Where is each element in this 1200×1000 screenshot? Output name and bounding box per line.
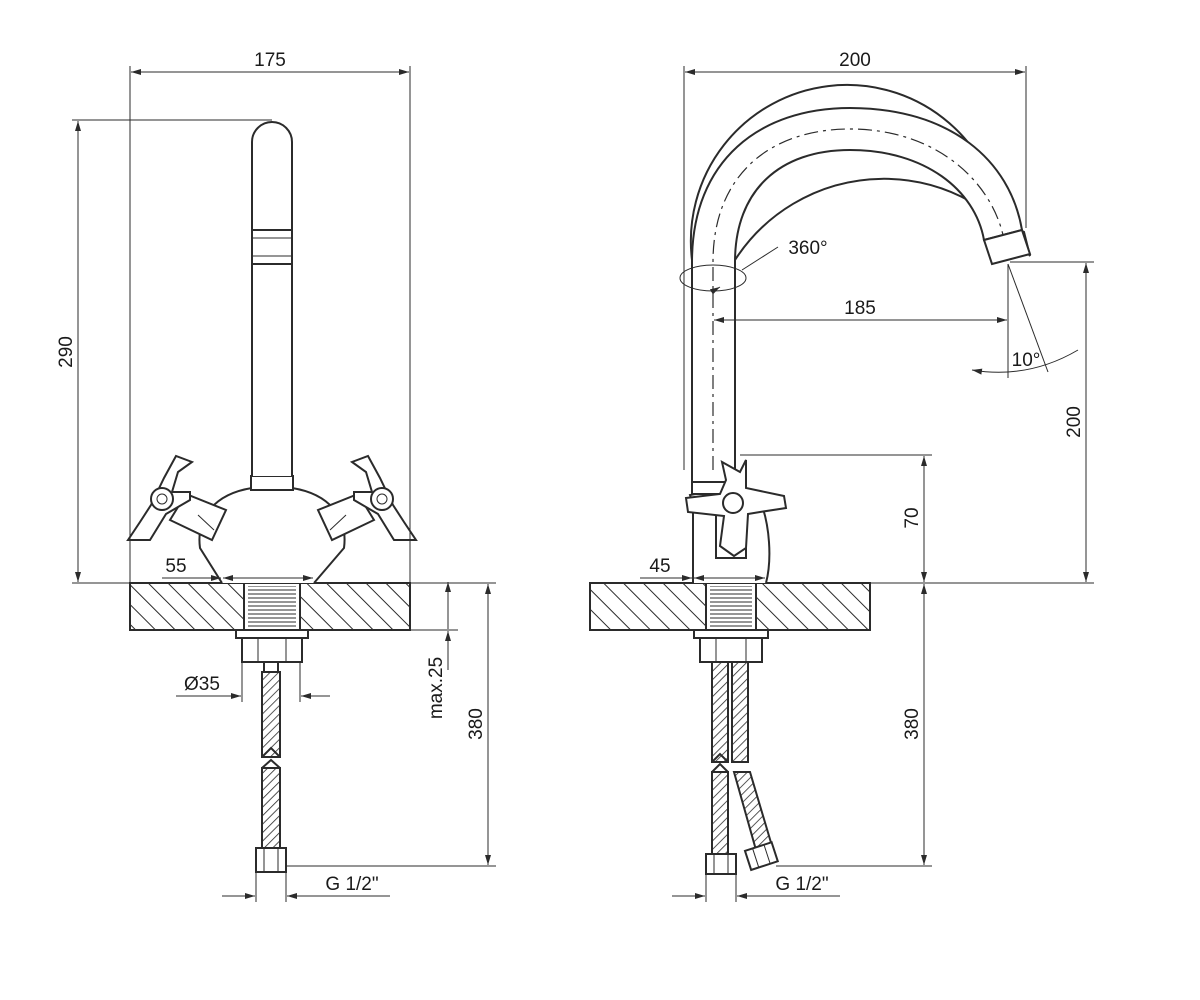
front-hose-dimension: 380: [286, 582, 496, 867]
front-aerator: [251, 229, 293, 265]
side-handle-cap: [722, 492, 744, 514]
front-view: 175 290 55 Ø35 max.25: [56, 50, 496, 902]
side-hose-fitting-left: [705, 853, 737, 875]
front-hose-length-label: 380: [466, 708, 487, 740]
front-diameter-label: Ø35: [184, 674, 220, 695]
front-thread-label: G 1/2": [325, 874, 378, 895]
front-spout: [251, 121, 293, 476]
side-base-dimension: 45: [640, 556, 765, 581]
side-handle: [684, 459, 788, 559]
front-hose-fitting: [255, 847, 287, 873]
front-left-handle-cap: [150, 487, 174, 511]
front-width-label: 175: [254, 50, 286, 71]
front-hose-break: [261, 758, 281, 769]
front-thickness-dimension: max.25: [410, 582, 458, 719]
side-hose-left-upper: [711, 661, 729, 763]
front-diameter-dimension: Ø35: [176, 662, 330, 702]
side-angle-indicator: 10°: [971, 263, 1079, 378]
side-rotation-indicator: 360°: [679, 238, 828, 295]
side-handle-height-dimension: 70: [740, 454, 932, 582]
side-hose-length-label: 380: [902, 708, 923, 740]
front-hose-lower: [261, 767, 281, 849]
side-spout-height-dimension: 200: [870, 261, 1094, 584]
front-thickness-label: max.25: [426, 657, 447, 719]
front-width-dimension: 175: [129, 50, 411, 583]
side-thread-dimension: G 1/2": [672, 874, 840, 902]
side-hose-left-lower: [711, 771, 729, 855]
side-hose-right-lower: [732, 771, 774, 852]
side-rotation-label: 360°: [788, 238, 827, 259]
front-height-dimension: 290: [56, 119, 272, 584]
side-width-label: 200: [839, 50, 871, 71]
side-thread-label: G 1/2": [775, 874, 828, 895]
front-faucet-body: [198, 487, 346, 584]
side-reach-label: 185: [844, 298, 876, 319]
front-base-dimension: 55: [162, 556, 313, 581]
front-right-valve: [316, 454, 418, 542]
side-width-dimension: 200: [683, 50, 1027, 470]
front-left-valve: [126, 454, 228, 542]
front-height-label: 290: [56, 336, 77, 368]
front-lock-nut: [235, 629, 309, 639]
side-aerator: [982, 228, 1032, 266]
side-reach-dimension: 185: [714, 264, 1009, 330]
front-spout-collar: [250, 475, 294, 491]
front-base-label: 55: [165, 556, 186, 577]
side-angle-label: 10°: [1012, 350, 1041, 371]
side-spout-height-label: 200: [1064, 406, 1085, 438]
side-base-label: 45: [649, 556, 670, 577]
side-hose-right-upper: [731, 661, 749, 763]
side-lock-nut: [693, 629, 769, 639]
side-hose-dimension: 380: [776, 582, 932, 867]
front-hose-upper: [261, 671, 281, 758]
side-view: 360° 200 185 10° 200: [589, 50, 1094, 902]
side-hose-fitting-right: [743, 841, 780, 872]
side-handle-height-label: 70: [902, 507, 923, 528]
front-thread-dimension: G 1/2": [222, 872, 390, 902]
front-right-handle-cap: [370, 487, 394, 511]
